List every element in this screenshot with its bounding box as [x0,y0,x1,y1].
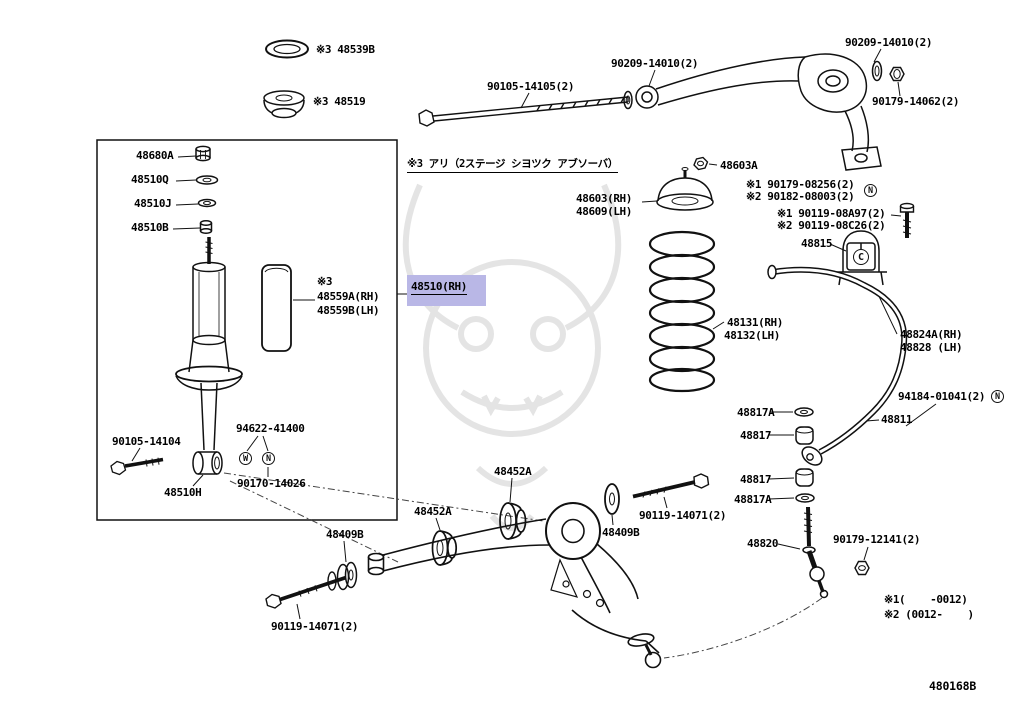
dust-cover-48559 [261,264,292,352]
lower-control-arm [367,502,662,669]
part-label-48510q: 48510Q [131,173,169,186]
part-label-48815: 48815 [801,237,833,250]
nut-48603a [693,156,709,171]
assembly-reference-lines [223,472,823,659]
part-label-90209-14010-left: 90209-14010(2) [611,57,699,70]
bushing-48452a-left [431,530,458,566]
selected-part-highlight[interactable]: 48510(RH) [407,275,486,306]
part-label-48817-bottom: 48817 [740,473,772,486]
bushing-48452a-right [499,502,527,540]
washer-symbol-icon: W [239,452,252,465]
part-label-48452a-right: 48452A [494,465,532,478]
part-label-48824a: 48824A(RH) [900,328,963,341]
part-label-48817-top: 48817 [740,429,772,442]
part-label-90119-08c26: ※2 90119-08C26(2) [777,219,886,232]
part-label-48409b-left: 48409B [326,528,364,541]
part-label-90209-14010-right: 90209-14010(2) [845,36,933,49]
nut-90179-12141 [854,560,870,576]
plate-48409b-right [604,483,620,515]
stabilizer-link-48820 [802,506,829,599]
leader-lines [131,48,937,620]
part-label-90182-08003: ※2 90182-08003(2) [746,190,855,203]
watermark-emblem [402,183,622,531]
washer-90209-14010-left [623,90,633,110]
inset-box [96,139,398,521]
stabilizer-link-stack [794,407,815,503]
revision-note-1: ※1( -0012) [884,593,968,606]
nut-symbol-icon: N [991,390,1004,403]
stabilizer-bushing-48815 [846,242,876,271]
plate-48409b-left [336,561,358,591]
part-label-48817a-bottom: 48817A [734,493,772,506]
part-label-90179-08256: ※1 90179-08256(2) [746,178,855,191]
part-label-90119-08a97: ※1 90119-08A97(2) [777,207,886,220]
nut-90179-14062 [889,66,905,82]
part-label-48539b: ※3 48539B [316,43,375,56]
part-label-48603: 48603(RH) [576,192,633,205]
diagram-code: 480168B [929,679,977,693]
bolt-90105-14104 [110,457,164,476]
part-label-48131: 48131(RH) [727,316,784,329]
part-label-94184-01041: 94184-01041(2) [898,390,986,403]
support-48603 [656,167,714,211]
upper-control-arm [635,53,882,171]
part-label-48817a-top: 48817A [737,406,775,419]
shock-absorber-48510 [175,145,243,475]
bolt-90119-14071-left [265,571,347,609]
bolt-90119-14071-right [632,473,710,499]
part-label-48510h: 48510H [164,486,202,499]
part-label-48452a-left: 48452A [414,505,452,518]
part-label-90179-14062: 90179-14062(2) [872,95,960,108]
part-label-90179-12141: 90179-12141(2) [833,533,921,546]
part-label-48811: 48811 [881,413,913,426]
part-label-94622-41400: 94622-41400 [236,422,305,435]
part-label-90119-14071-right: 90119-14071(2) [639,509,727,522]
stabilizer-bar-48811 [767,264,908,466]
coil-spring-48131 [648,230,716,393]
bushing-90209-14010-right [871,60,883,82]
part-label-48510j: 48510J [134,197,172,210]
nut-symbol-icon: N [262,452,275,465]
nut-symbol-icon: N [864,184,877,197]
part-label-48510rh[interactable]: 48510(RH) [411,280,468,295]
part-label-48132: 48132(LH) [724,329,781,342]
part-label-48559b: 48559B(LH) [317,304,380,317]
revision-note-2: ※2 (0012- ) [884,608,974,621]
insulator-48519 [263,90,305,119]
note3-mark: ※3 [317,275,333,288]
part-label-48828: 48828 (LH) [900,341,963,354]
part-label-48519: ※3 48519 [313,95,366,108]
part-label-48603a: 48603A [720,159,758,172]
part-label-48680a: 48680A [136,149,174,162]
bolt-90119-08a97 [899,202,915,238]
part-label-48409b-right: 48409B [602,526,640,539]
clip-symbol-icon: C [853,249,869,265]
part-label-90105-14105: 90105-14105(2) [487,80,575,93]
part-label-48559a: 48559A(RH) [317,290,380,303]
part-label-90170-14026: 90170-14026 [237,477,306,490]
part-label-48510b: 48510B [131,221,169,234]
bolt-90105-14105 [418,96,629,127]
part-label-90105-14104: 90105-14104 [112,435,181,448]
snap-ring-48539b [265,39,309,59]
spec-note: ※3 アリ（2ステージ シヨツク アブソーバ） [407,158,618,173]
part-label-48609: 48609(LH) [576,205,633,218]
part-label-48820: 48820 [747,537,779,550]
part-label-90119-14071-left: 90119-14071(2) [271,620,359,633]
